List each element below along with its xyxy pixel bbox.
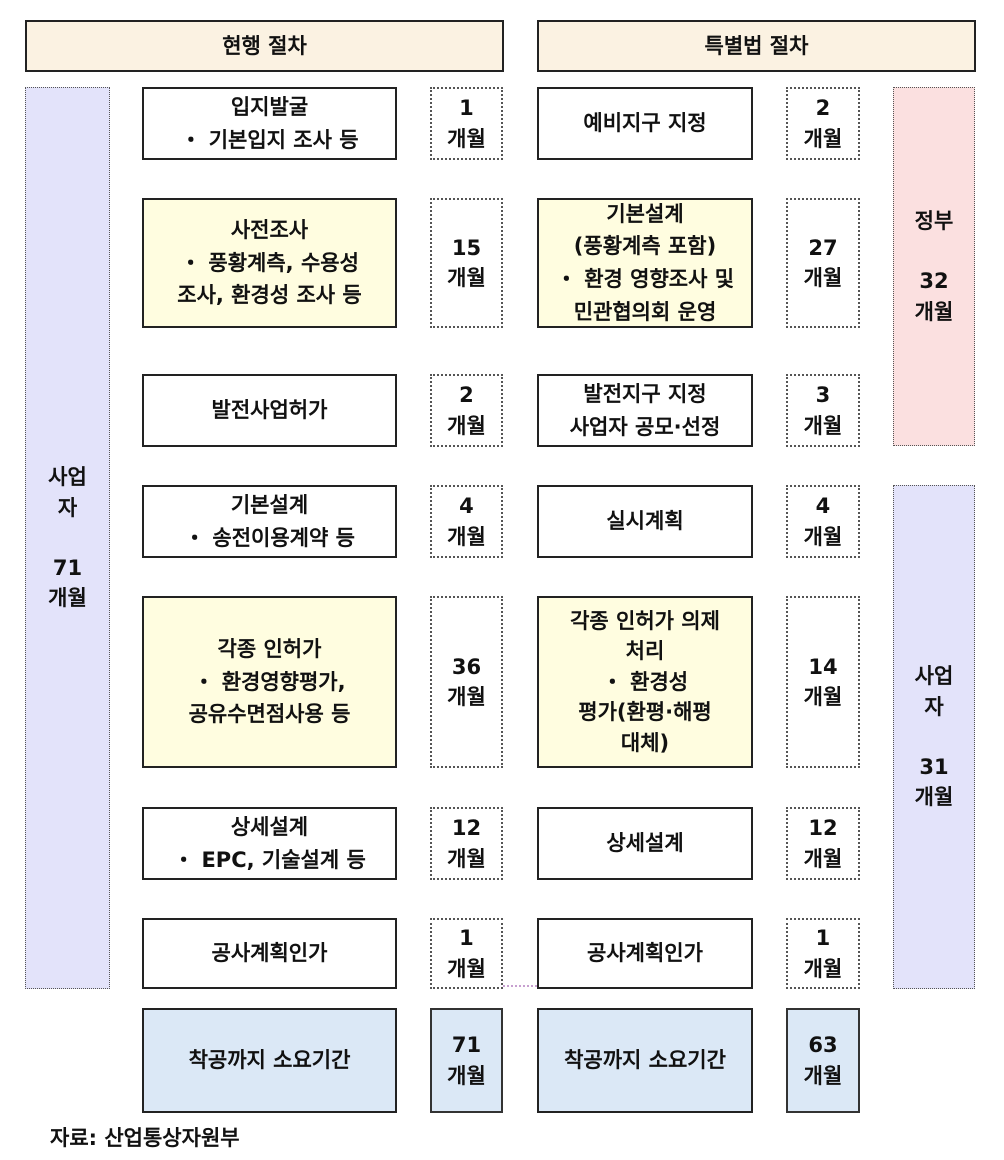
special-step-construction-approval: 공사계획인가 [537, 918, 753, 989]
current-duration-text: 4 개월 [447, 494, 486, 549]
special-step-duration: 27 개월 [786, 198, 860, 328]
special-step-detailed-design: 상세설계 [537, 807, 753, 880]
current-duration-text: 15 개월 [447, 235, 486, 290]
special-duration-text: 2 개월 [803, 96, 843, 151]
actor-government: 정부 32 개월 [893, 87, 975, 446]
current-duration-text: 12 개월 [447, 816, 486, 871]
current-step-duration: 36 개월 [430, 596, 503, 768]
actor-left-name: 사업 자 [48, 465, 87, 520]
current-step-duration: 1 개월 [430, 87, 503, 160]
current-step-duration: 4 개월 [430, 485, 503, 558]
actor-left-business: 사업 자 71 개월 [25, 87, 110, 989]
current-step-construction-approval: 공사계획인가 [142, 918, 397, 989]
special-duration-text: 14 개월 [803, 654, 843, 709]
current-step-text: 입지발굴 ・ 기본입지 조사 등 [180, 94, 359, 152]
special-step-duration: 2 개월 [786, 87, 860, 160]
special-step-permits: 각종 인허가 의제 처리 ・ 환경성 평가(환평·해평 대체) [537, 596, 753, 768]
total-special-label: 착공까지 소요기간 [564, 1048, 726, 1073]
special-step-duration: 14 개월 [786, 596, 860, 768]
current-step-duration: 2 개월 [430, 374, 503, 447]
special-step-text: 공사계획인가 [587, 941, 703, 966]
current-step-detailed-design: 상세설계 ・ EPC, 기술설계 등 [142, 807, 397, 880]
actor-right-months: 31 개월 [914, 755, 954, 810]
current-duration-text: 2 개월 [447, 383, 486, 438]
current-step-text: 사전조사 ・ 풍황계측, 수용성 조사, 환경성 조사 등 [177, 218, 362, 308]
current-duration-text: 1 개월 [447, 926, 486, 981]
current-duration-text: 36 개월 [447, 654, 486, 709]
total-special-duration-text: 63 개월 [803, 1033, 843, 1088]
special-step-text: 상세설계 [606, 831, 684, 856]
actor-right-name: 사업 자 [914, 664, 954, 719]
current-duration-text: 1 개월 [447, 96, 486, 151]
special-step-text: 기본설계 (풍황계측 포함) ・ 환경 영향조사 및 민관협의회 운영 [555, 201, 735, 324]
special-duration-text: 1 개월 [803, 926, 843, 981]
current-step-duration: 12 개월 [430, 807, 503, 880]
special-duration-text: 27 개월 [803, 235, 843, 290]
special-step-text: 예비지구 지정 [583, 111, 707, 136]
special-step-duration: 12 개월 [786, 807, 860, 880]
special-step-implementation-plan: 실시계획 [537, 485, 753, 558]
actor-right-business: 사업 자 31 개월 [893, 485, 975, 989]
special-duration-text: 3 개월 [803, 383, 843, 438]
actor-gov-name: 정부 [914, 208, 954, 233]
current-step-text: 발전사업허가 [211, 398, 328, 423]
current-step-duration: 15 개월 [430, 198, 503, 328]
actor-gov-months: 32 개월 [914, 269, 954, 324]
actor-left-months: 71 개월 [48, 556, 87, 611]
total-current-label: 착공까지 소요기간 [188, 1048, 351, 1073]
current-step-basic-design: 기본설계 ・ 송전이용계약 등 [142, 485, 397, 558]
current-step-generation-license: 발전사업허가 [142, 374, 397, 447]
special-step-text: 각종 인허가 의제 처리 ・ 환경성 평가(환평·해평 대체) [570, 608, 720, 755]
special-step-duration: 4 개월 [786, 485, 860, 558]
special-step-basic-design: 기본설계 (풍황계측 포함) ・ 환경 영향조사 및 민관협의회 운영 [537, 198, 753, 328]
dotted-connector [503, 985, 537, 987]
current-step-duration: 1 개월 [430, 918, 503, 989]
current-step-text: 각종 인허가 ・ 환경영향평가, 공유수면점사용 등 [188, 637, 351, 727]
header-current-label: 현행 절차 [222, 33, 307, 58]
current-step-text: 상세설계 ・ EPC, 기술설계 등 [173, 814, 366, 872]
special-step-text: 실시계획 [606, 509, 684, 534]
total-current-label-box: 착공까지 소요기간 [142, 1008, 397, 1113]
total-current-duration-text: 71 개월 [447, 1033, 486, 1088]
special-duration-text: 12 개월 [803, 816, 843, 871]
special-step-preliminary-zone: 예비지구 지정 [537, 87, 753, 160]
current-step-site-discovery: 입지발굴 ・ 기본입지 조사 등 [142, 87, 397, 160]
header-current-procedure: 현행 절차 [25, 20, 504, 72]
special-duration-text: 4 개월 [803, 494, 843, 549]
current-step-permits: 각종 인허가 ・ 환경영향평가, 공유수면점사용 등 [142, 596, 397, 768]
special-step-duration: 3 개월 [786, 374, 860, 447]
special-step-text: 발전지구 지정 사업자 공모·선정 [569, 381, 721, 439]
total-current-duration: 71 개월 [430, 1008, 503, 1113]
current-step-text: 기본설계 ・ 송전이용계약 등 [184, 492, 355, 550]
current-step-preliminary-survey: 사전조사 ・ 풍황계측, 수용성 조사, 환경성 조사 등 [142, 198, 397, 328]
current-step-text: 공사계획인가 [211, 941, 328, 966]
header-special-law-procedure: 특별법 절차 [537, 20, 976, 72]
total-special-duration: 63 개월 [786, 1008, 860, 1113]
source-note: 자료: 산업통상자원부 [50, 1126, 240, 1150]
total-special-label-box: 착공까지 소요기간 [537, 1008, 753, 1113]
special-step-generation-zone: 발전지구 지정 사업자 공모·선정 [537, 374, 753, 447]
header-special-label: 특별법 절차 [704, 33, 809, 58]
special-step-duration: 1 개월 [786, 918, 860, 989]
